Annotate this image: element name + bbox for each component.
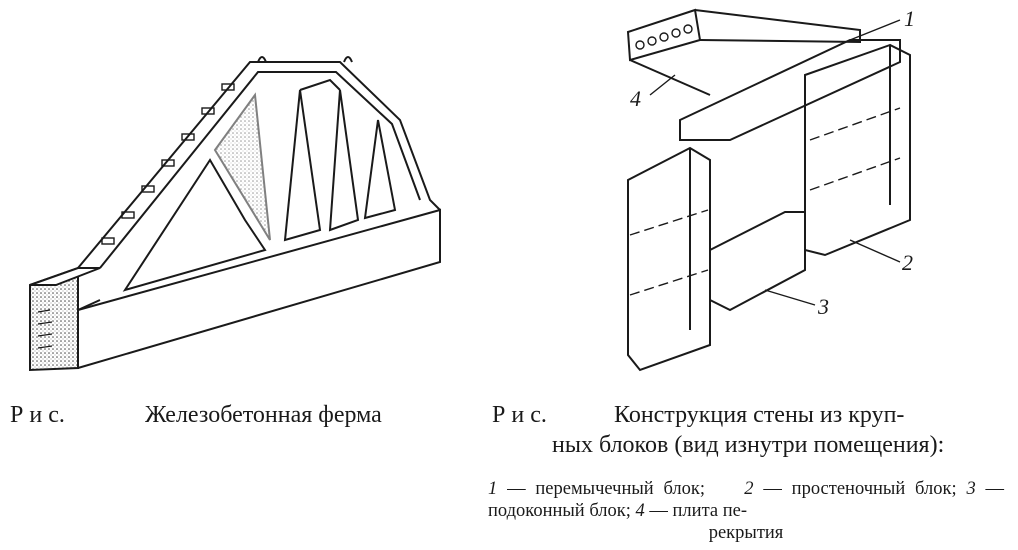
legend-tail: рекрытия (708, 523, 784, 543)
wall-caption-title-line1: Конструкция стены из круп- (614, 402, 905, 428)
sill-block-shape (709, 211, 806, 312)
wall-caption-title-line2: ных блоков (вид изнутри помещения): (552, 432, 945, 458)
truss-illustration (29, 56, 441, 372)
wall-blocks-illustration: 1 2 3 4 (626, 6, 915, 372)
figure-caption-left: Р и с. (10, 400, 65, 430)
truss-caption-title: Железобетонная ферма (145, 402, 382, 428)
callout-1: 1 (904, 6, 915, 31)
figure-caption-right: Р и с. (492, 400, 547, 430)
callout-2: 2 (902, 250, 913, 275)
caption-prefix: Р и с. (492, 402, 547, 428)
pier-block-shape (804, 43, 911, 257)
callout-3: 3 (817, 294, 829, 319)
caption-prefix: Р и с. (10, 402, 65, 428)
figure-legend: 1 — перемычечный блок; 2 — простеночный … (488, 479, 1004, 543)
lintel-block-shape (679, 39, 901, 141)
callout-4: 4 (630, 86, 641, 111)
